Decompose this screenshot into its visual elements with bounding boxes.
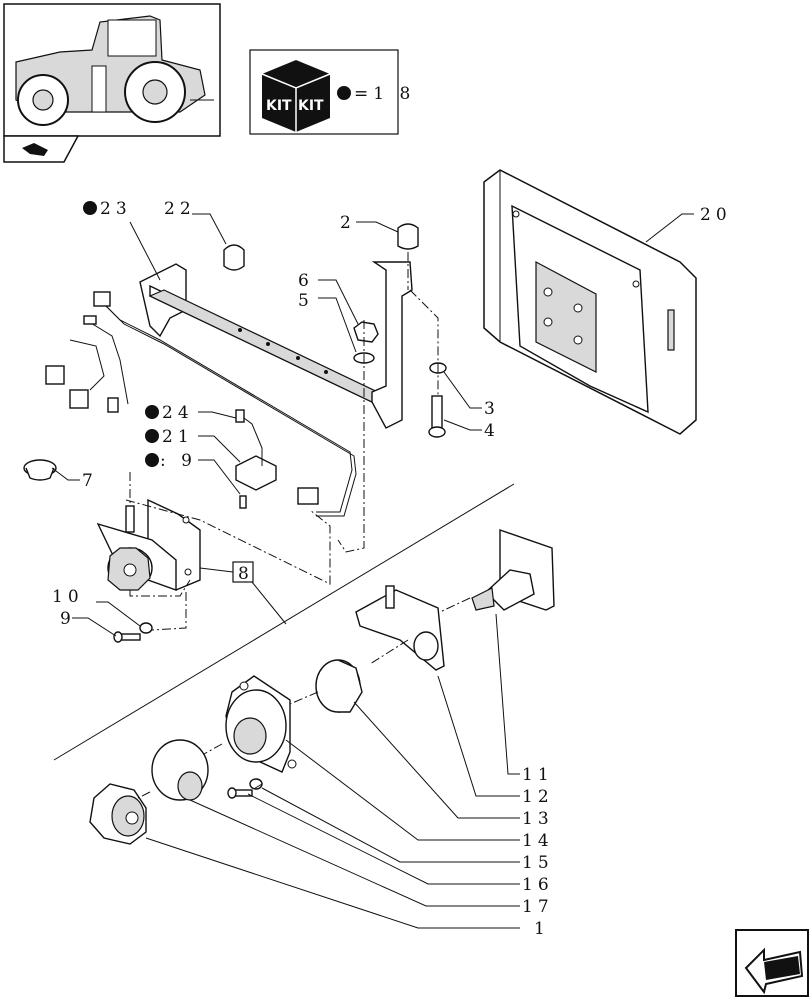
- label-3: 3: [484, 399, 500, 419]
- bullet-icon: [337, 86, 351, 100]
- label-21: 21: [162, 427, 194, 447]
- dome-17: [151, 739, 209, 801]
- cap-22: [223, 244, 245, 271]
- bullet-24: [145, 405, 159, 419]
- kit-legend-box: KIT KIT =1 8: [249, 49, 415, 135]
- label-23: 23: [100, 199, 132, 219]
- label-9: 9: [60, 609, 76, 629]
- knob-holder-assembly: [96, 498, 201, 591]
- assembly-lines: [125, 252, 471, 799]
- screw-16: [227, 787, 253, 799]
- housing-14: [225, 675, 297, 773]
- display-unit: [483, 169, 697, 435]
- label-12: 12: [522, 787, 554, 807]
- nut-6: [353, 321, 379, 343]
- back-button[interactable]: [735, 929, 809, 997]
- label-20: 20: [700, 205, 732, 225]
- cap-2: [397, 223, 419, 250]
- bullet-21: [145, 429, 159, 443]
- cup-13: [315, 659, 363, 713]
- washer-10: [139, 622, 153, 634]
- category-tab[interactable]: [3, 135, 80, 163]
- label-15: 15: [522, 853, 554, 873]
- bullet-19: [145, 453, 159, 467]
- label-5: 5: [298, 291, 314, 311]
- label-13: 13: [522, 809, 554, 829]
- back-arrow-icon: [744, 947, 804, 995]
- sensor-21: [235, 409, 277, 491]
- label-17: 17: [522, 897, 554, 917]
- inset-badge-8: 8: [199, 561, 287, 625]
- plug-7: [23, 459, 57, 481]
- bracket-12: [355, 585, 445, 671]
- screw-19: [239, 495, 247, 509]
- category-icon: [22, 143, 48, 156]
- label-7: 7: [82, 471, 98, 491]
- kit-legend-text: =1 8: [354, 84, 415, 104]
- bolt-4: [428, 395, 446, 438]
- label-4: 4: [484, 421, 500, 441]
- label-6: 6: [298, 271, 314, 291]
- label-11: 11: [522, 765, 554, 785]
- bullet-23: [83, 201, 97, 215]
- tractor-icon: [15, 15, 214, 126]
- screw-9: [113, 631, 141, 643]
- label-16: 16: [522, 875, 554, 895]
- label-14: 14: [522, 831, 554, 851]
- support-bracket: [139, 261, 413, 429]
- mount-base-11: [471, 529, 555, 611]
- knob-1: [89, 783, 147, 845]
- label-1: 1: [534, 919, 550, 939]
- label-10: 10: [52, 587, 84, 607]
- label-24: 24: [162, 403, 194, 423]
- wiring-harness: [45, 291, 357, 517]
- leader-lines: [51, 213, 694, 929]
- label-22: 22: [164, 199, 196, 219]
- callout-labels: 23 22 2 6 5 20 3 4 24 21 : 9 7 10 9 11 1…: [52, 199, 732, 939]
- tractor-thumbnail[interactable]: [3, 3, 221, 137]
- label-19: : 9: [160, 451, 197, 471]
- kit-word-2: KIT: [298, 98, 324, 114]
- label-2: 2: [340, 213, 356, 233]
- kit-word-1: KIT: [266, 98, 292, 114]
- badge-8-text: 8: [238, 564, 254, 584]
- kit-box-icon: KIT KIT: [261, 60, 331, 132]
